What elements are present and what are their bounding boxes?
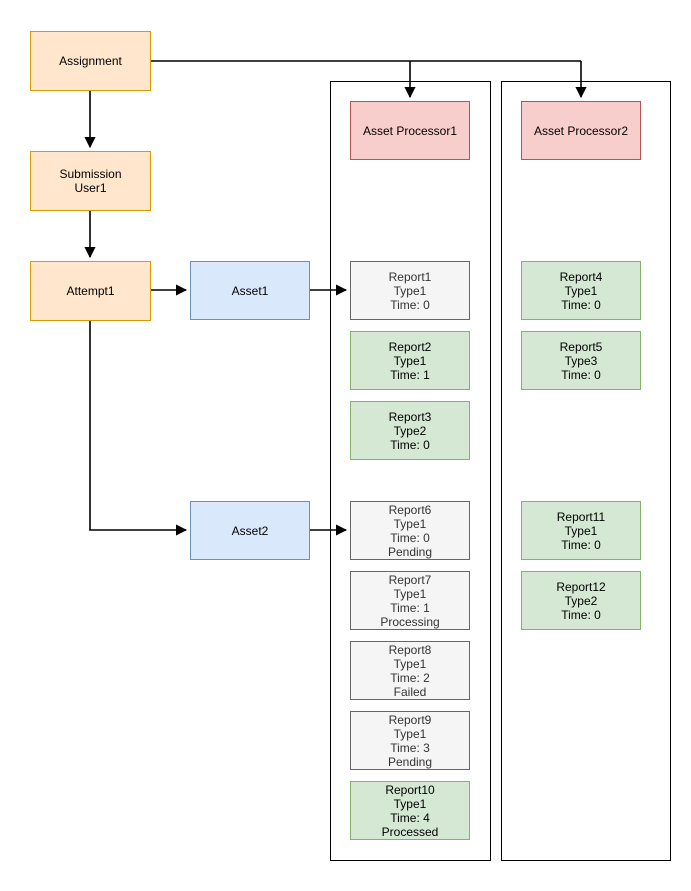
report3-name: Report3 [388, 409, 432, 424]
node-assignment[interactable]: Assignment [30, 31, 151, 91]
report8-time: Time: 2 [390, 670, 430, 685]
node-asset2[interactable]: Asset2 [190, 501, 310, 560]
node-assignment-label: Assignment [59, 54, 122, 68]
node-report7[interactable]: Report7 Type1 Time: 1 Processing [350, 571, 470, 630]
processor2-pool [501, 81, 671, 861]
report10-type: Type1 [393, 796, 427, 811]
node-asset1-label: Asset1 [231, 283, 269, 298]
report12-time: Time: 0 [561, 607, 601, 622]
report6-time: Time: 0 [390, 530, 430, 545]
report4-name: Report4 [559, 269, 603, 284]
report11-time: Time: 0 [561, 537, 601, 552]
report2-time: Time: 1 [390, 367, 430, 382]
report10-status: Processed [381, 824, 439, 839]
report4-type: Type1 [564, 283, 598, 298]
node-asset-processor2[interactable]: Asset Processor2 [521, 101, 641, 160]
report3-type: Type2 [393, 423, 427, 438]
report6-type: Type1 [393, 516, 427, 531]
report7-time: Time: 1 [390, 600, 430, 615]
report5-time: Time: 0 [561, 367, 601, 382]
report1-type: Type1 [393, 283, 427, 298]
node-report3[interactable]: Report3 Type2 Time: 0 [350, 401, 470, 460]
node-report1[interactable]: Report1 Type1 Time: 0 [350, 261, 470, 320]
report7-status: Processing [380, 614, 440, 629]
node-report5[interactable]: Report5 Type3 Time: 0 [521, 331, 641, 390]
node-report12[interactable]: Report12 Type2 Time: 0 [521, 571, 641, 630]
node-attempt1-label: Attempt1 [66, 284, 115, 298]
node-asset2-label: Asset2 [231, 523, 269, 538]
report10-name: Report10 [385, 782, 435, 797]
report8-name: Report8 [388, 642, 432, 657]
report9-time: Time: 3 [390, 740, 430, 755]
node-submission[interactable]: Submission User1 [30, 151, 151, 211]
node-asset1[interactable]: Asset1 [190, 261, 310, 320]
report9-type: Type1 [393, 726, 427, 741]
report7-type: Type1 [393, 586, 427, 601]
report11-name: Report11 [556, 509, 606, 524]
node-report4[interactable]: Report4 Type1 Time: 0 [521, 261, 641, 320]
report8-status: Failed [393, 684, 427, 699]
report1-name: Report1 [388, 269, 432, 284]
edge-attempt-to-asset2 [89, 321, 188, 536]
node-report8[interactable]: Report8 Type1 Time: 2 Failed [350, 641, 470, 700]
report3-time: Time: 0 [390, 437, 430, 452]
report9-name: Report9 [388, 712, 432, 727]
report9-status: Pending [387, 754, 433, 769]
node-report9[interactable]: Report9 Type1 Time: 3 Pending [350, 711, 470, 770]
report4-time: Time: 0 [561, 297, 601, 312]
node-report10[interactable]: Report10 Type1 Time: 4 Processed [350, 781, 470, 840]
report2-type: Type1 [393, 353, 427, 368]
node-asset-processor1-label: Asset Processor1 [362, 123, 458, 138]
node-submission-label: Submission [59, 167, 122, 181]
report5-name: Report5 [559, 339, 603, 354]
node-report11[interactable]: Report11 Type1 Time: 0 [521, 501, 641, 560]
node-asset-processor1[interactable]: Asset Processor1 [350, 101, 470, 160]
report8-type: Type1 [393, 656, 427, 671]
report10-time: Time: 4 [390, 810, 430, 825]
report11-type: Type1 [564, 523, 598, 538]
node-report6[interactable]: Report6 Type1 Time: 0 Pending [350, 501, 470, 560]
report5-type: Type3 [564, 353, 598, 368]
node-report2[interactable]: Report2 Type1 Time: 1 [350, 331, 470, 390]
report2-name: Report2 [388, 339, 432, 354]
report7-name: Report7 [388, 572, 432, 587]
node-submission-user: User1 [74, 181, 107, 195]
report12-type: Type2 [564, 593, 598, 608]
report1-time: Time: 0 [390, 297, 430, 312]
report12-name: Report12 [556, 579, 606, 594]
report6-name: Report6 [388, 502, 432, 517]
node-attempt1[interactable]: Attempt1 [30, 261, 151, 321]
report6-status: Pending [387, 544, 433, 559]
node-asset-processor2-label: Asset Processor2 [533, 123, 629, 138]
